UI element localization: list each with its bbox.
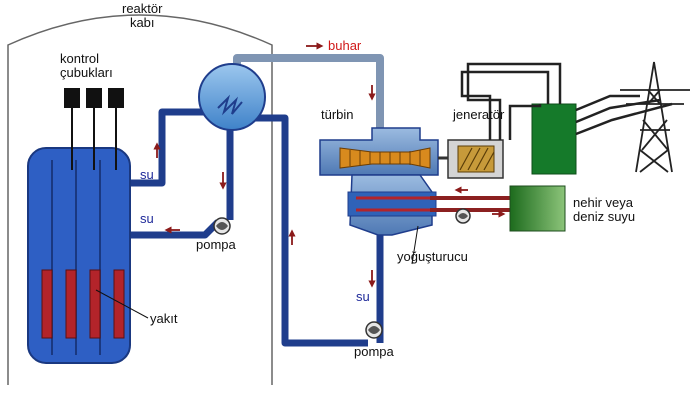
label-reactor-vessel: reaktör kabı xyxy=(122,1,163,30)
generator xyxy=(447,139,504,179)
label-water-lower: su xyxy=(140,211,154,226)
cooling-water-pipes xyxy=(430,196,512,212)
condenser xyxy=(347,174,437,265)
steam-generator xyxy=(198,63,266,131)
transformer xyxy=(460,62,673,175)
label-pump-secondary: pompa xyxy=(354,344,394,359)
reactor-core xyxy=(27,147,131,364)
label-steam: buhar xyxy=(328,38,362,53)
turbine xyxy=(319,127,455,176)
label-condenser: yoğuşturucu xyxy=(397,249,468,264)
label-pump-primary: pompa xyxy=(196,237,236,252)
label-fuel: yakıt xyxy=(150,311,178,326)
fuel-rods xyxy=(41,269,125,339)
label-water-condensate: su xyxy=(356,289,370,304)
control-rods xyxy=(64,88,124,170)
fuel-pointer xyxy=(95,289,149,319)
flow-arrows xyxy=(153,42,506,288)
pump-primary-icon xyxy=(213,217,231,235)
label-generator: jeneratör xyxy=(453,107,505,122)
label-turbine: türbin xyxy=(321,107,354,122)
pump-secondary-icon xyxy=(365,321,383,339)
transmission-tower-icon xyxy=(620,61,690,173)
pump-cooling-icon xyxy=(455,208,471,224)
label-control-rods: kontrol çubukları xyxy=(60,51,113,80)
steam-generator-coil-icon xyxy=(217,94,243,116)
label-cooling-source: nehir veya deniz suyu xyxy=(573,195,636,224)
cooling-water-source xyxy=(509,185,566,232)
label-water-upper: su xyxy=(140,167,154,182)
